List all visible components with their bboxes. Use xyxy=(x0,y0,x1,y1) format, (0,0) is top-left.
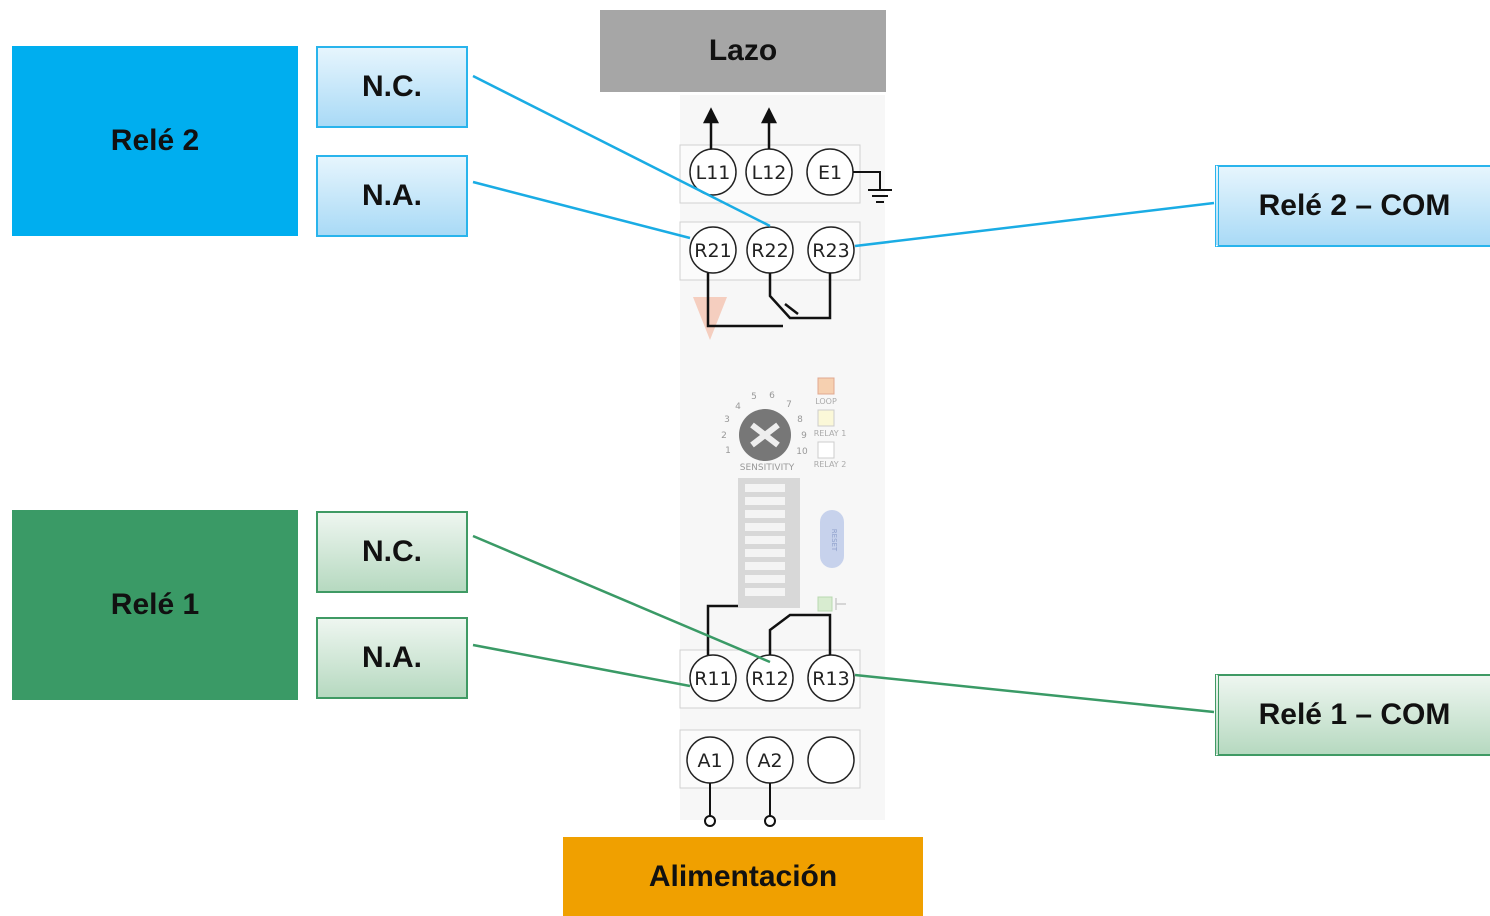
status-led xyxy=(817,596,833,612)
relay1-led xyxy=(817,409,835,427)
relay2-nc-label: N.C. xyxy=(362,70,422,103)
terminal-R11 xyxy=(689,654,737,702)
arrow-up-icon xyxy=(760,107,778,124)
relay1-led-label: RELAY 1 xyxy=(814,429,847,438)
svg-text:7: 7 xyxy=(786,400,792,410)
terminal-label-A1: A1 xyxy=(697,750,722,772)
terminal-label-R22: R22 xyxy=(751,240,788,262)
terminal-label-R23: R23 xyxy=(812,240,849,262)
ground-icon xyxy=(853,171,892,203)
terminal-label-E1: E1 xyxy=(818,162,842,184)
relay2-com-label: Relé 2 – COM xyxy=(1258,189,1451,222)
relay1-name: Relé 1 xyxy=(110,588,200,621)
terminal-label-R12: R12 xyxy=(751,668,788,690)
relay2-led xyxy=(817,441,835,459)
svg-text:4: 4 xyxy=(735,402,741,412)
terminal-label-A2: A2 xyxy=(757,750,782,772)
relay1-com-leader xyxy=(854,673,1215,714)
relay1-nc-tag: N.C. xyxy=(316,511,468,593)
relay2-block: Relé 2 xyxy=(12,46,298,236)
relay2-na-label: N.A. xyxy=(362,179,422,212)
terminal-unused xyxy=(807,736,855,784)
terminal-label-L12: L12 xyxy=(752,162,787,184)
relay1-nc-label: N.C. xyxy=(362,535,422,568)
terminal-label-R11: R11 xyxy=(694,668,731,690)
power-terminal-a1-icon xyxy=(704,815,716,827)
arrow-up-icon xyxy=(702,107,720,124)
terminal-L11 xyxy=(689,148,737,196)
svg-text:2: 2 xyxy=(721,431,727,441)
relay2-na-leader xyxy=(472,180,691,240)
dial-scale: 1 2 3 4 5 6 7 8 9 10 xyxy=(721,391,808,457)
relay2-contact-schematic xyxy=(706,273,832,328)
svg-text:1: 1 xyxy=(725,446,731,456)
loop-label: Lazo xyxy=(708,34,778,67)
terminal-label-R13: R13 xyxy=(812,668,849,690)
svg-text:9: 9 xyxy=(801,431,807,441)
relay1-na-leader xyxy=(472,643,691,688)
relay1-na-label: N.A. xyxy=(362,641,422,674)
loop-led xyxy=(817,377,835,395)
svg-text:6: 6 xyxy=(769,391,775,401)
reset-label: RESET xyxy=(830,529,838,552)
loop-led-label: LOOP xyxy=(815,397,837,406)
relay1-nc-leader xyxy=(472,534,771,664)
loop-label-box: Lazo xyxy=(600,10,886,92)
sensitivity-label: SENSITIVITY xyxy=(740,463,795,473)
svg-text:5: 5 xyxy=(751,392,757,402)
module-body xyxy=(680,95,885,820)
svg-text:3: 3 xyxy=(724,415,730,425)
relay1-com-tag: Relé 1 – COM xyxy=(1215,674,1490,756)
relay2-name: Relé 2 xyxy=(110,124,200,157)
terminal-label-L11: L11 xyxy=(696,162,731,184)
relay2-com-tag: Relé 2 – COM xyxy=(1215,165,1490,247)
relay1-na-tag: N.A. xyxy=(316,617,468,699)
terminal-R21 xyxy=(689,226,737,274)
power-terminal-a2-icon xyxy=(764,815,776,827)
brand-logo-icon xyxy=(693,297,727,340)
reset-button xyxy=(820,510,844,568)
relay1-block: Relé 1 xyxy=(12,510,298,700)
relay2-nc-leader xyxy=(472,74,771,228)
relay2-nc-tag: N.C. xyxy=(316,46,468,128)
relay2-com-leader xyxy=(854,201,1215,248)
terminal-label-R21: R21 xyxy=(694,240,731,262)
relay1-com-label: Relé 1 – COM xyxy=(1258,698,1451,731)
relay2-na-tag: N.A. xyxy=(316,155,468,237)
relay2-led-label: RELAY 2 xyxy=(814,460,847,469)
power-label: Alimentación xyxy=(648,859,838,893)
relay-symbol-icon xyxy=(835,598,846,610)
sensitivity-dial xyxy=(739,409,791,461)
svg-text:10: 10 xyxy=(796,447,808,457)
svg-text:8: 8 xyxy=(797,415,803,425)
power-label-box: Alimentación xyxy=(563,837,923,916)
